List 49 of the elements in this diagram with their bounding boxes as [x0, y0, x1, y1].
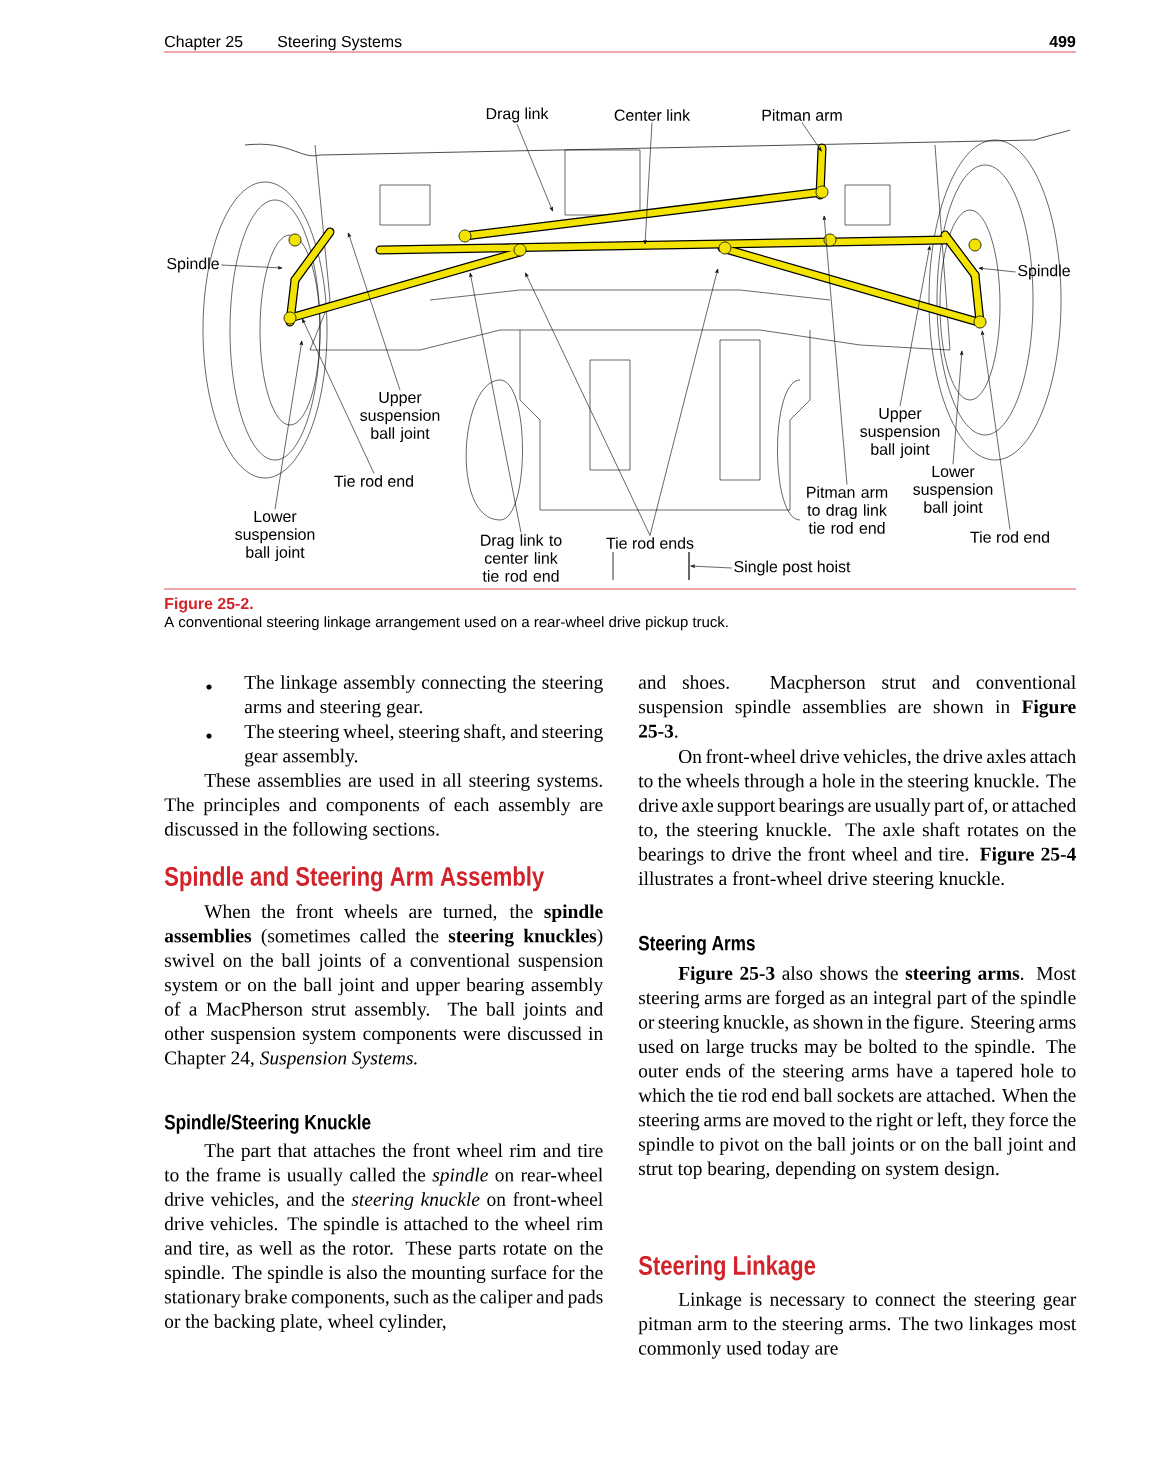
- running-header: Chapter 25: [165, 35, 243, 51]
- leader-line: [981, 330, 1011, 530]
- part-label: Upper suspension ball joint: [860, 407, 940, 459]
- leader-line: [347, 232, 401, 391]
- subsection-heading: Steering Arms: [638, 935, 755, 955]
- body-paragraph: These assemblies are used in all steering systems. The principles and components of each assembly are discussed in the following sections.: [164, 773, 603, 840]
- bullet-item: The steering wheel, steering shaft, and steering gear assembly.: [244, 724, 603, 767]
- section-heading: Steering Linkage: [638, 1255, 816, 1281]
- body-paragraph: Linkage is necessary to connect the steering gear pitman arm to the steering arms. The two linkages most commonly used today are: [638, 1292, 1077, 1359]
- running-header: Steering Systems: [277, 35, 402, 51]
- leader-line: [274, 340, 303, 510]
- leader-line: [643, 122, 653, 245]
- section-heading: Spindle and Steering Arm Assembly: [164, 866, 545, 892]
- part-label: Upper suspension ball joint: [360, 391, 440, 443]
- part-label: Drag link to center link tie rod end: [481, 534, 562, 582]
- part-label: Drag link: [486, 107, 549, 123]
- part-label: Lower suspension ball joint: [235, 510, 315, 562]
- part-label: Tie rod end: [334, 475, 413, 487]
- bullet-item: The linkage assembly connecting the steering arms and steering gear.: [244, 675, 603, 718]
- leader-line: [952, 350, 964, 465]
- body-paragraph: On front-wheel drive vehicles, the drive axles attach to the wheels through a hole in the steering knuckle. The drive axle support bearings are usually part of, or attached to, the steering knuckle. The axle shaft rotates on the bearings to drive the front wheel and tire. Figure 25-4 illustrates a front-wheel drive steering knuckle.: [638, 749, 1076, 890]
- figure-number: Figure 25-2.: [165, 597, 253, 613]
- page-number: 499: [1049, 35, 1076, 48]
- part-label: Tie rod ends: [606, 537, 694, 549]
- leader-line: [525, 272, 651, 536]
- leader-line: [899, 245, 931, 407]
- body-paragraph: When the front wheels are turned, the spindle assemblies (sometimes called the steering knuckles) swivel on the ball joints of a conventional suspension system or on the ball joint and upper bearing assembly of a MacPherson strut assembly. The ball joints and other suspension system components were discussed in Chapter 24, Suspension Systems.: [164, 904, 604, 1069]
- part-label: Lower suspension ball joint: [913, 465, 993, 517]
- leader-line: [822, 215, 848, 485]
- part-label: Pitman arm: [762, 109, 842, 121]
- leader-line: [302, 318, 375, 474]
- part-label: Tie rod end: [970, 531, 1049, 543]
- part-label: Center link: [614, 109, 691, 121]
- part-label: Single post hoist: [734, 560, 851, 576]
- leader-line: [978, 266, 1016, 273]
- leader-line: [649, 268, 719, 536]
- leader-line: [469, 272, 522, 533]
- part-label: Spindle: [167, 257, 219, 273]
- leader-line: [801, 122, 822, 152]
- part-label: Pitman arm to drag link tie rod end: [807, 486, 888, 534]
- subsection-heading: Spindle/Steering Knuckle: [164, 1114, 371, 1134]
- body-paragraph: Figure 25-3 also shows the steering arms. Most steering arms are forged as an integral part of the spindle or steering knuckle, as shown in the figure. Steering arms used on large trucks may be bolted to the spindle. The outer ends of the steering arms have a tapered hole to which the tie rod end ball sockets are attached. When the steering arms are moved to the right or left, they force the spindle to pivot on the ball joints or on the ball joint and strut top bearing, depending on system design.: [638, 966, 1077, 1180]
- body-paragraph: The part that attaches the front wheel rim and tire to the frame is usually called the spindle on rear-wheel drive vehicles, and the steering knuckle on front-wheel drive vehicles. The spindle is attached to the wheel rim and tire, as well as the rotor. These parts rotate on the spindle. The spindle is also the mounting surface for the stationary brake components, such as the caliper and pads or the backing plate, wheel cylinder,: [164, 1143, 603, 1332]
- leader-line: [690, 564, 733, 569]
- leader-line: [516, 123, 553, 212]
- leader-line: [221, 264, 283, 270]
- figure-caption: A conventional steering linkage arrangement used on a rear-wheel drive pickup truck.: [164, 616, 728, 631]
- part-label: Spindle: [1018, 264, 1070, 280]
- body-paragraph: and shoes. Macpherson strut and conventional suspension spindle assemblies are shown in Figure 25-3.: [638, 675, 1076, 738]
